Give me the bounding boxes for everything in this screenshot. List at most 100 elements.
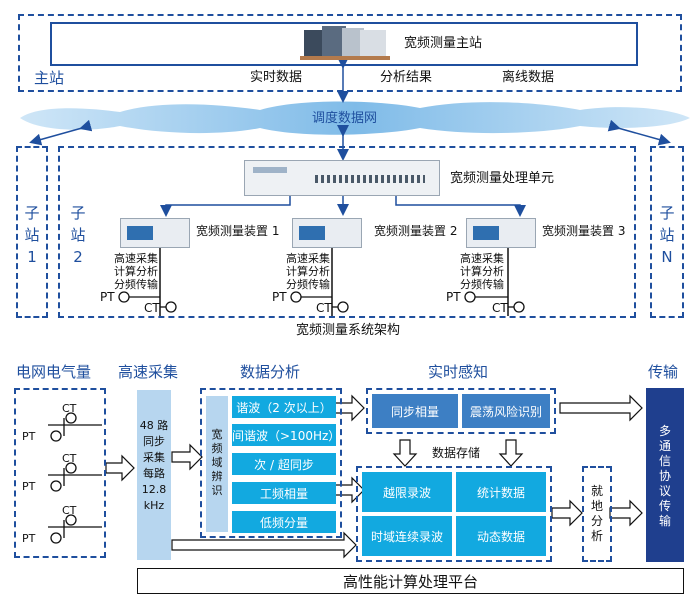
sense-frame (366, 388, 556, 434)
wi-char-5: 识 (211, 484, 223, 497)
local-analysis-text: 就 地 分 析 (582, 484, 612, 544)
storage-limit-record: 越限录波 (362, 472, 452, 512)
main-station-frame (18, 14, 682, 92)
sub2-char-3: 2 (73, 248, 83, 266)
la-char-4: 析 (590, 529, 603, 543)
analysis-subsync: 次 / 超同步 (232, 453, 336, 475)
wi-char-4: 辨 (211, 470, 223, 483)
ct-label-2: CT (316, 301, 332, 315)
processing-unit-device (244, 160, 440, 196)
wideband-identify-bar (206, 396, 228, 532)
storage-frame (356, 466, 552, 562)
grid-ct-2: CT (62, 452, 77, 465)
substation-n-label: 子 站 N (650, 202, 684, 268)
tr-char-4: 协 (658, 469, 671, 483)
sense-oscillation: 震荡风险识别 (462, 394, 550, 428)
substation-2-label: 子 站 2 (60, 202, 96, 268)
storage-label: 数据存储 (432, 446, 481, 460)
processing-unit-label: 宽频测量处理单元 (450, 171, 555, 186)
device-1-func: 高速采集 计算分析 分频传输 (114, 252, 158, 291)
sense-phasor: 同步相量 (372, 394, 458, 428)
device-2-func: 高速采集 计算分析 分频传输 (286, 252, 330, 291)
acq-line-3: 采集 (143, 451, 165, 464)
grid-pt-3: PT (22, 532, 36, 545)
storage-dynamic: 动态数据 (456, 516, 546, 556)
wi-char-3: 域 (211, 456, 223, 469)
analysis-harmonic: 谐波（2 次以上） (232, 396, 336, 418)
pt-label-2: PT (272, 290, 287, 304)
tr-char-2: 通 (658, 439, 671, 453)
analysis-frame (200, 388, 342, 538)
func-calc-2: 计算分析 (286, 265, 330, 278)
tr-char-7: 输 (658, 514, 671, 528)
substation-1-frame (16, 146, 48, 318)
wi-char-2: 频 (211, 442, 223, 455)
grid-pt-2: PT (22, 480, 36, 493)
data-offline: 离线数据 (502, 70, 555, 85)
grid-ct-1: CT (62, 402, 77, 415)
storage-continuous-record: 时域连续录波 (362, 516, 452, 556)
transmission-text: 多 通 信 协 议 传 输 (646, 424, 684, 529)
substation-1-label: 子 站 1 (16, 202, 48, 268)
storage-statistics: 统计数据 (456, 472, 546, 512)
tr-char-5: 议 (658, 484, 671, 498)
func-calc-1: 计算分析 (114, 265, 158, 278)
architecture-caption: 宽频测量系统架构 (296, 323, 401, 338)
subN-char-1: 子 (659, 204, 675, 222)
wideband-identify-text: 宽 频 域 辨 识 (206, 428, 228, 498)
transmission-column (646, 388, 684, 562)
device-3-func: 高速采集 计算分析 分频传输 (460, 252, 504, 291)
ct-label-1: CT (144, 301, 160, 315)
master-title: 宽频测量主站 (404, 36, 483, 51)
device-3-label: 宽频测量装置 3 (542, 224, 626, 238)
tr-char-1: 多 (658, 424, 671, 438)
computing-platform: 高性能计算处理平台 (137, 568, 684, 594)
sub1-char-3: 1 (27, 248, 37, 266)
la-char-2: 地 (590, 499, 603, 513)
header-analysis: 数据分析 (240, 363, 301, 381)
device-3 (466, 218, 536, 248)
device-1 (120, 218, 190, 248)
header-trans: 传输 (648, 363, 679, 381)
network-cloud (20, 101, 690, 135)
substation-n-frame (650, 146, 684, 318)
tr-char-6: 传 (658, 499, 671, 513)
func-acq-3: 高速采集 (460, 252, 504, 265)
acq-line-4: 每路 (143, 467, 165, 480)
tr-char-3: 信 (658, 454, 671, 468)
sub2-char-1: 子 (70, 204, 86, 222)
local-analysis-frame (582, 466, 612, 562)
device-2 (292, 218, 362, 248)
header-acq: 高速采集 (118, 363, 179, 381)
device-1-label: 宽频测量装置 1 (196, 224, 280, 238)
network-label: 调度数据网 (312, 111, 378, 126)
acq-line-2: 同步 (143, 435, 165, 448)
sub1-char-2: 站 (24, 226, 40, 244)
subN-char-3: N (661, 248, 673, 266)
header-sense: 实时感知 (428, 363, 489, 381)
func-acq-1: 高速采集 (114, 252, 158, 265)
analysis-interharmonic: 间谐波（>100Hz） (232, 424, 340, 446)
pt-label-1: PT (100, 290, 115, 304)
acq-line-6: kHz (143, 499, 165, 512)
sub2-char-2: 站 (70, 226, 86, 244)
la-char-1: 就 (590, 484, 603, 498)
la-char-3: 分 (590, 514, 603, 528)
grid-frame (14, 388, 106, 558)
acq-column (137, 390, 171, 560)
acq-line-1: 48 路 (139, 419, 169, 432)
func-acq-2: 高速采集 (286, 252, 330, 265)
data-realtime: 实时数据 (250, 70, 303, 85)
acq-text: 48 路 同步 采集 每路 12.8 kHz (137, 418, 171, 514)
header-grid: 电网电气量 (16, 363, 92, 381)
analysis-phasor: 工频相量 (232, 482, 336, 504)
wi-char-1: 宽 (211, 428, 223, 441)
func-trans-1: 分频传输 (114, 278, 158, 291)
substation-2-frame (58, 146, 636, 318)
server-rack-icon (300, 24, 392, 62)
grid-pt-1: PT (22, 430, 36, 443)
pt-label-3: PT (446, 290, 461, 304)
subN-char-2: 站 (659, 226, 675, 244)
sub1-char-1: 子 (24, 204, 40, 222)
